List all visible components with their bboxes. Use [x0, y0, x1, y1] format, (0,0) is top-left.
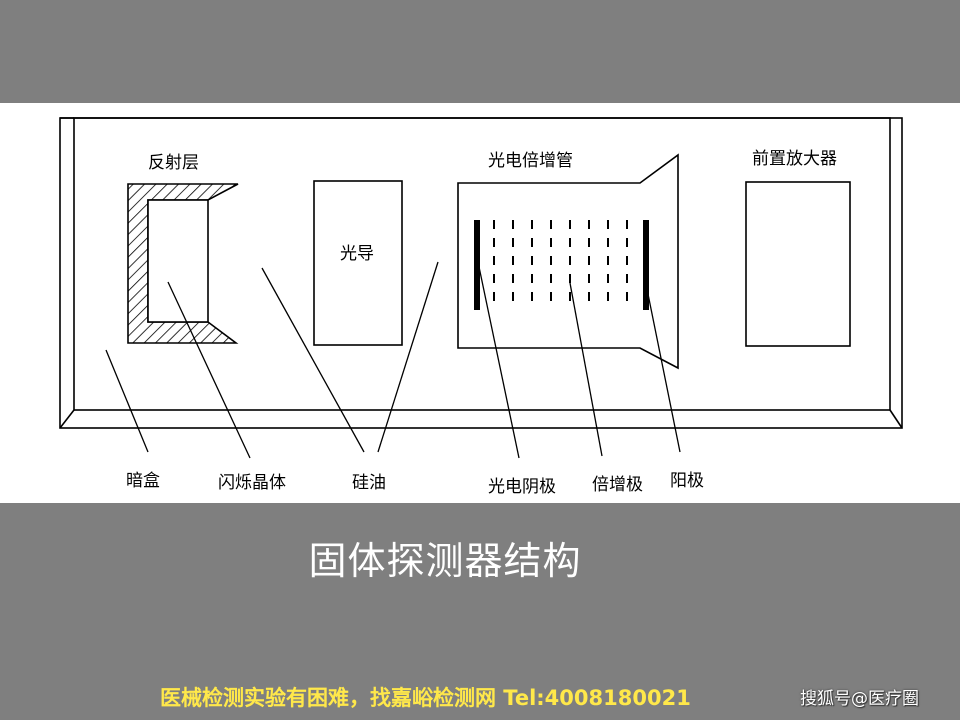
label-silicone-oil: 硅油	[352, 473, 386, 493]
label-dynode: 倍增极	[592, 475, 643, 495]
label-reflector: 反射层	[148, 153, 199, 173]
label-pmt: 光电倍增管	[488, 151, 573, 171]
pmt-body	[457, 153, 679, 370]
scintillator-crystal	[147, 199, 209, 323]
label-dark-box: 暗盒	[126, 471, 160, 491]
light-guide-box	[313, 180, 403, 346]
watermark: 搜狐号@医疗圈	[800, 689, 919, 709]
label-scintillator: 闪烁晶体	[218, 473, 286, 493]
label-preamp: 前置放大器	[752, 149, 837, 169]
label-photocathode: 光电阴极	[488, 477, 556, 497]
footer-banner: 医械检测实验有困难，找嘉峪检测网 Tel:4008180021	[160, 686, 691, 710]
figure-caption: 固体探测器结构	[308, 539, 582, 583]
dark-box-housing	[59, 117, 903, 429]
label-anode: 阳极	[670, 471, 704, 491]
anode-bar	[643, 220, 649, 310]
leader-lines	[105, 261, 681, 459]
preamplifier-box	[745, 181, 851, 347]
label-light-guide: 光导	[340, 244, 374, 264]
diagram-panel: 反射层 光导 光电倍增管 前置放大器 暗盒 闪烁晶体 硅油 光电阴极 倍增极 阳…	[0, 103, 960, 503]
detector-diagram: 反射层 光导 光电倍增管 前置放大器 暗盒 闪烁晶体 硅油 光电阴极 倍增极 阳…	[59, 117, 903, 497]
top-band	[0, 0, 960, 103]
dynode-array	[493, 220, 628, 310]
photocathode-bar	[474, 220, 480, 310]
